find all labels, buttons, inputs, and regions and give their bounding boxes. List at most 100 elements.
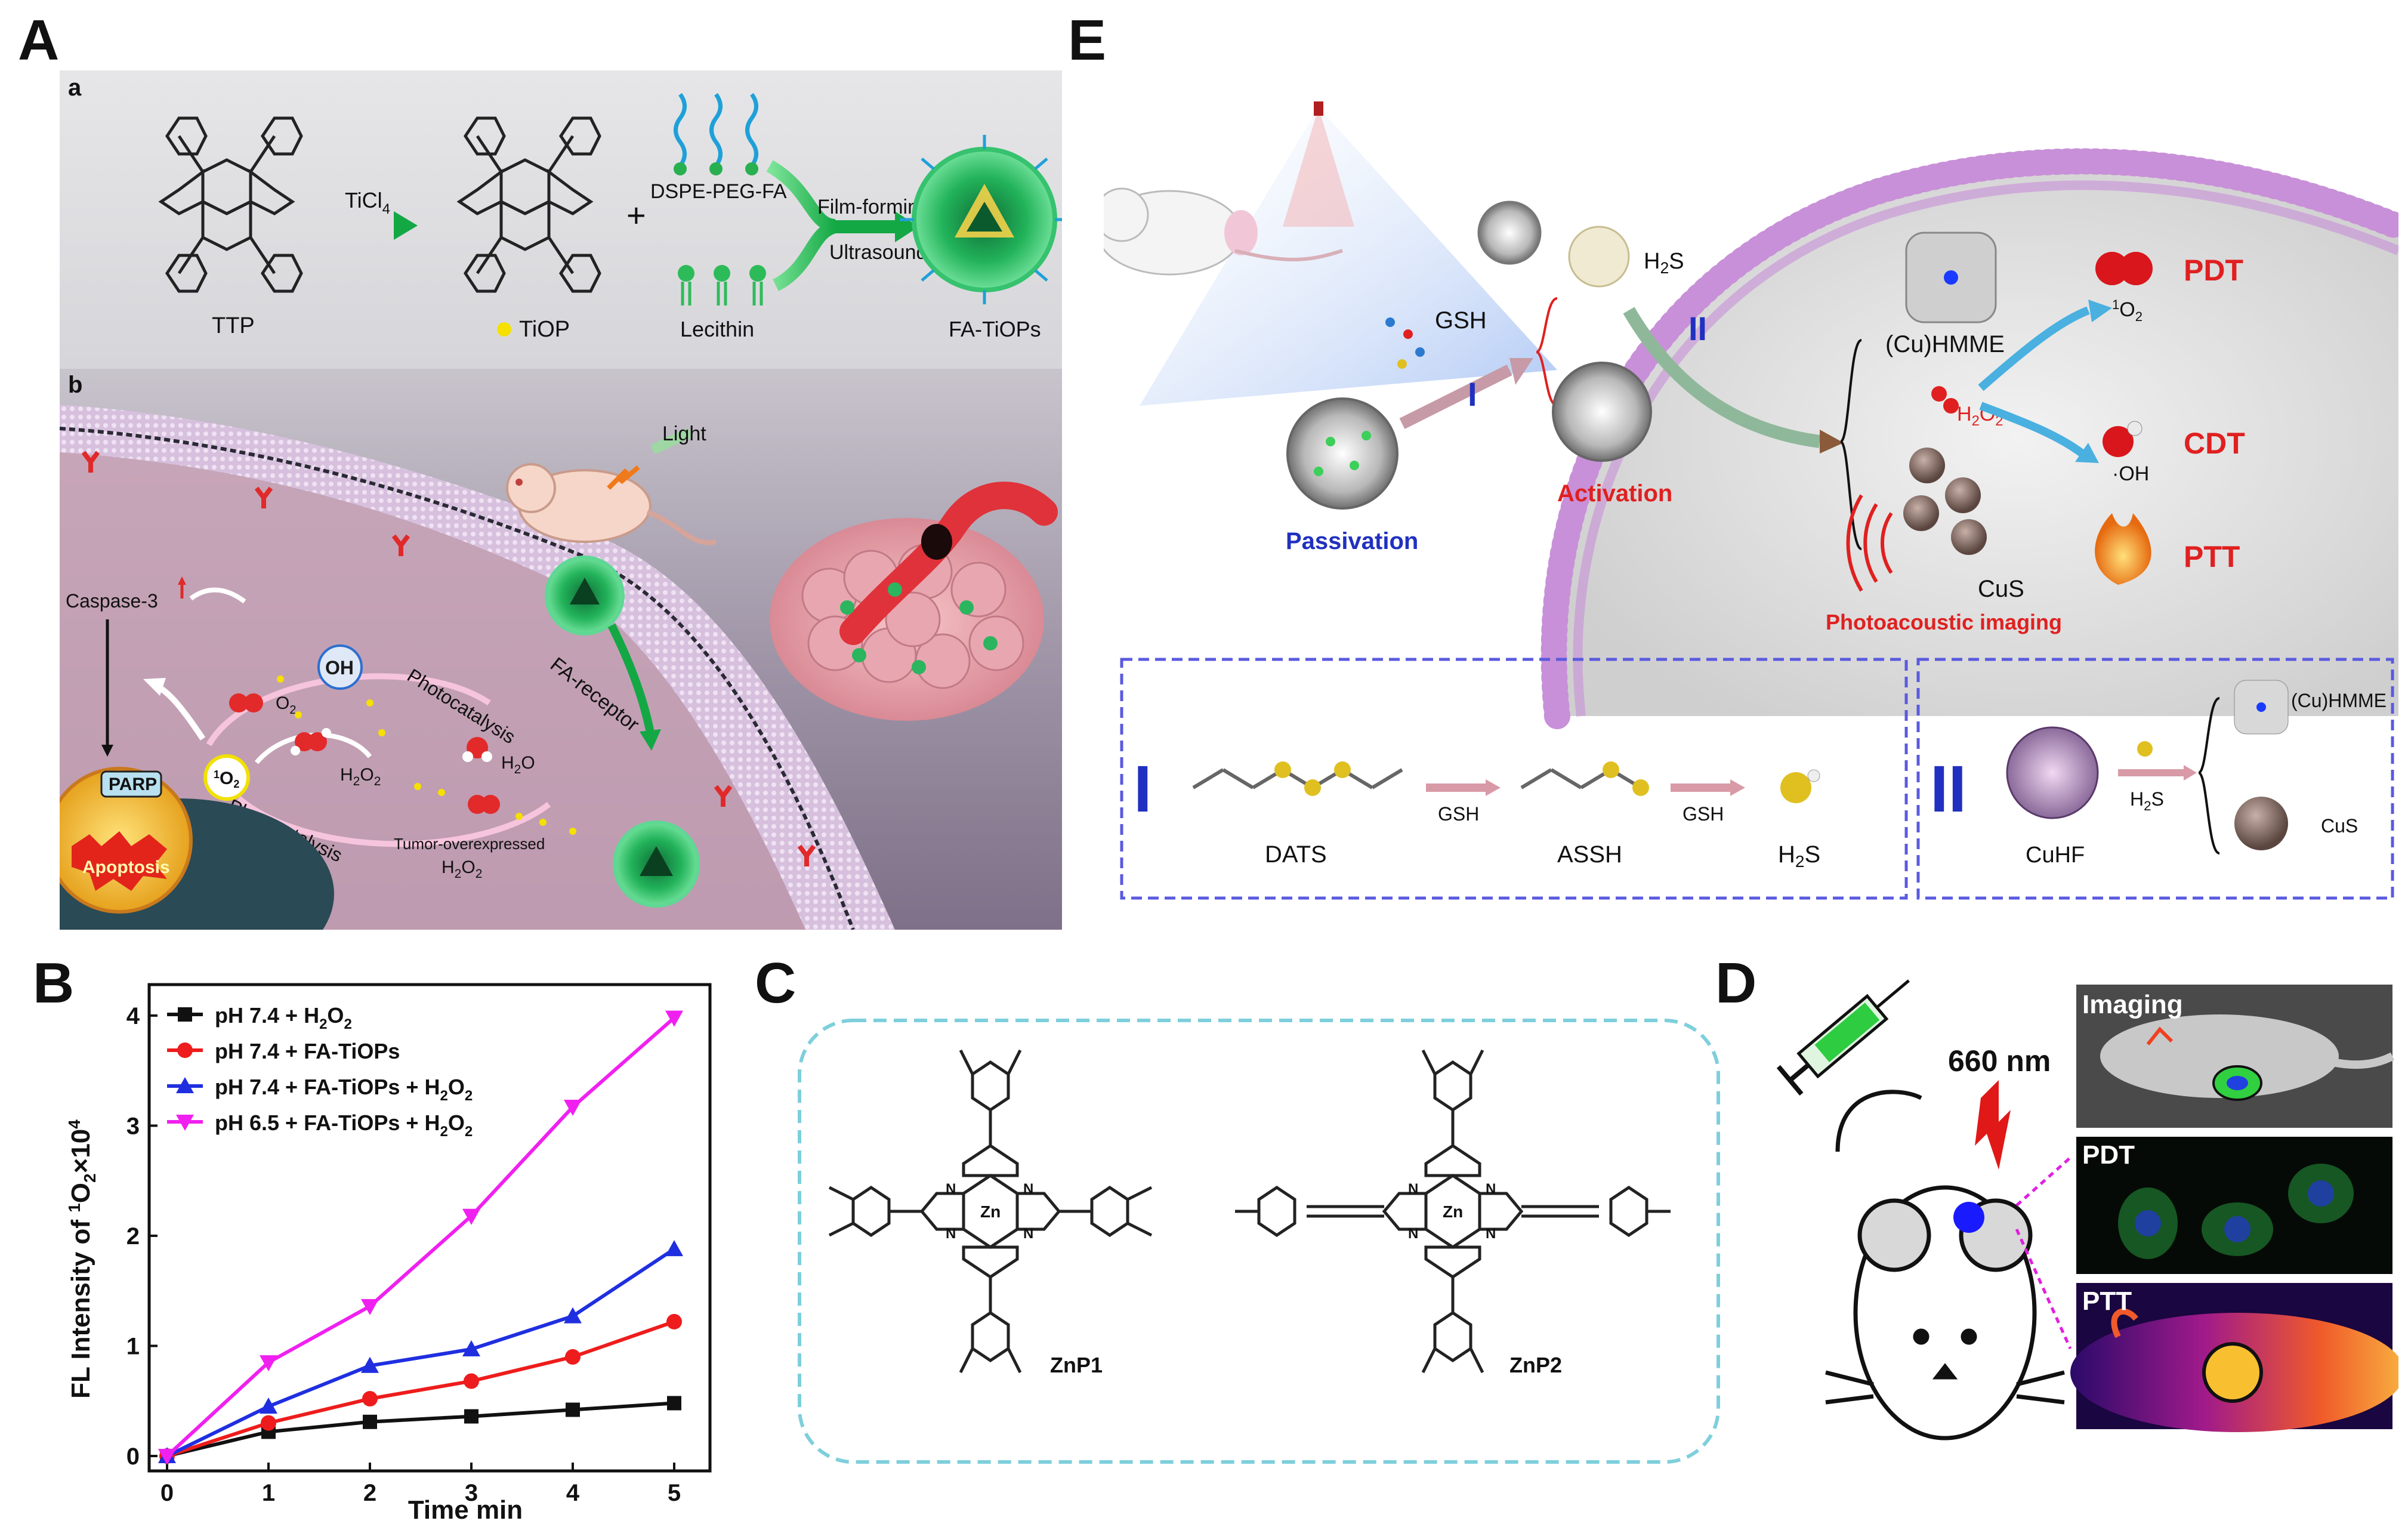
- legend-marker: [176, 1077, 194, 1093]
- dats-molecule-icon: [1192, 761, 1403, 796]
- legend-label: pH 7.4 + H2O2: [215, 1003, 352, 1032]
- cell-membrane: [60, 405, 895, 930]
- data-point: [363, 1414, 377, 1429]
- box-i-roman: I: [1134, 752, 1152, 826]
- gsh-label: GSH: [1435, 307, 1487, 334]
- lecithin-icon: [678, 265, 766, 306]
- data-point: [464, 1409, 478, 1424]
- mouse-light-icon: [506, 428, 717, 545]
- znp2-n4: N: [1486, 1226, 1496, 1242]
- cuhmme-label: (Cu)HMME: [1885, 331, 2005, 357]
- panel-e-illustration: Passivation GSH I H2S Activation II (Cu)…: [1104, 72, 2398, 907]
- h2o2-label-a: H2O2: [340, 765, 381, 788]
- fire-icon: [2095, 513, 2151, 585]
- data-point: [565, 1349, 581, 1365]
- panel-d: 660 nm Imaging: [1766, 979, 2398, 1528]
- panel-label-e: E: [1068, 8, 1107, 72]
- lecithin-label: Lecithin: [680, 317, 754, 341]
- light-label: Light: [662, 422, 706, 445]
- plus-sign: +: [626, 196, 646, 234]
- znp1-n3: N: [946, 1226, 956, 1242]
- legend-marker: [176, 1115, 194, 1131]
- y-tick-label: 4: [126, 1003, 140, 1029]
- h2s-box2-label: H2S: [2130, 788, 2164, 813]
- cuhmme-box-label: (Cu)HMME: [2291, 690, 2387, 711]
- cuhmme-molecule-icon: [1905, 232, 1997, 323]
- x-tick-label: 1: [262, 1480, 275, 1506]
- parp-label: PARP: [109, 775, 157, 794]
- pdt-label-d: PDT: [2082, 1140, 2135, 1170]
- sub-label-b: b: [68, 372, 82, 398]
- legend-item: pH 7.4 + FA-TiOPs: [167, 1039, 400, 1063]
- h2s-small-icon: [2137, 741, 2153, 757]
- dspe-peg-fa-icon: [674, 92, 758, 175]
- panel-c-structures: Zn N N N N ZnP1 Zn N N N N Z: [798, 1019, 1720, 1464]
- y-tick-label: 3: [126, 1113, 140, 1139]
- ticl4-label: TiCl4: [345, 188, 390, 217]
- imaging-panel: [2076, 985, 2395, 1128]
- h2o2-e-icon: [1931, 386, 1959, 414]
- znp1-n4: N: [1023, 1226, 1033, 1242]
- ttp-label: TTP: [212, 313, 255, 338]
- cus-box-icon: [2234, 797, 2288, 850]
- data-point: [260, 1397, 277, 1414]
- tiop-dots: [277, 675, 576, 835]
- y-tick-label: 1: [126, 1333, 140, 1359]
- znp1-n1: N: [946, 1181, 956, 1197]
- nanoparticle-incoming-icon: [545, 556, 625, 636]
- legend-marker: [177, 1042, 193, 1058]
- panel-label-d: D: [1715, 951, 1757, 1015]
- series-1: [160, 1396, 681, 1463]
- legend-item: pH 6.5 + FA-TiOPs + H2O2: [167, 1111, 473, 1140]
- panel-label-c: C: [755, 951, 797, 1015]
- caspase-label: Caspase-3: [66, 590, 158, 612]
- roman-ii-label: II: [1688, 310, 1707, 347]
- passivation-label: Passivation: [1286, 528, 1418, 554]
- fa-tiops-nanoparticle-icon: [900, 135, 1062, 304]
- singlet-o2-label: 1O2: [214, 769, 239, 790]
- apoptosis-label: Apoptosis: [82, 857, 170, 877]
- h2s-molecule-box-icon: [1780, 769, 1820, 803]
- apoptosis-cell-icon: [60, 767, 334, 930]
- znp2-n3: N: [1408, 1226, 1418, 1242]
- singlet-o2-e-label: 1O2: [2112, 297, 2142, 324]
- roman-i-label: I: [1468, 375, 1477, 413]
- data-point: [362, 1391, 378, 1407]
- x-tick-label: 2: [363, 1480, 376, 1506]
- znp1-zn: Zn: [980, 1202, 1001, 1221]
- znp2-n1: N: [1408, 1181, 1418, 1197]
- data-point: [665, 1240, 683, 1257]
- h2s-cluster-icon: [1568, 226, 1630, 288]
- znp2-structure: [1235, 1049, 1671, 1374]
- series-line: [166, 1401, 675, 1458]
- oh-radical-e-icon: [2103, 421, 2142, 457]
- panel-label-a: A: [18, 8, 60, 72]
- syringe-icon: [1776, 979, 1910, 1096]
- panel-c: Zn N N N N ZnP1 Zn N N N N Z: [794, 1014, 1724, 1468]
- dats-label: DATS: [1265, 841, 1327, 868]
- panel-a-illustration: a b TTP TiCl4: [60, 70, 1062, 930]
- cuhmme-box-icon: [2234, 680, 2289, 735]
- znp2-label: ZnP2: [1509, 1353, 1562, 1377]
- dspe-label: DSPE-PEG-FA: [650, 180, 787, 203]
- legend-marker: [178, 1007, 192, 1022]
- mouse-outline-icon: [1825, 1090, 2065, 1440]
- activated-particle-icon: [1552, 362, 1652, 462]
- panel-label-b: B: [33, 951, 75, 1015]
- series-line: [165, 1016, 675, 1458]
- legend-label: pH 7.4 + FA-TiOPs + H2O2: [215, 1075, 473, 1104]
- film-forming-label: Film-forming: [817, 196, 930, 218]
- fa-tiops-label: FA-TiOPs: [949, 317, 1041, 341]
- assh-molecule-icon: [1520, 761, 1649, 796]
- tumor-h2o2-label: H2O2: [442, 857, 482, 881]
- data-point: [361, 1356, 379, 1373]
- tumor-illustration: [770, 482, 1058, 721]
- legend-item: pH 7.4 + H2O2: [167, 1003, 352, 1032]
- cus-particles-icon: [1903, 448, 1987, 555]
- h2o-label: H2O: [501, 753, 535, 776]
- cus-label-e: CuS: [1978, 576, 2024, 602]
- data-point: [464, 1373, 479, 1389]
- znp1-label: ZnP1: [1050, 1353, 1103, 1377]
